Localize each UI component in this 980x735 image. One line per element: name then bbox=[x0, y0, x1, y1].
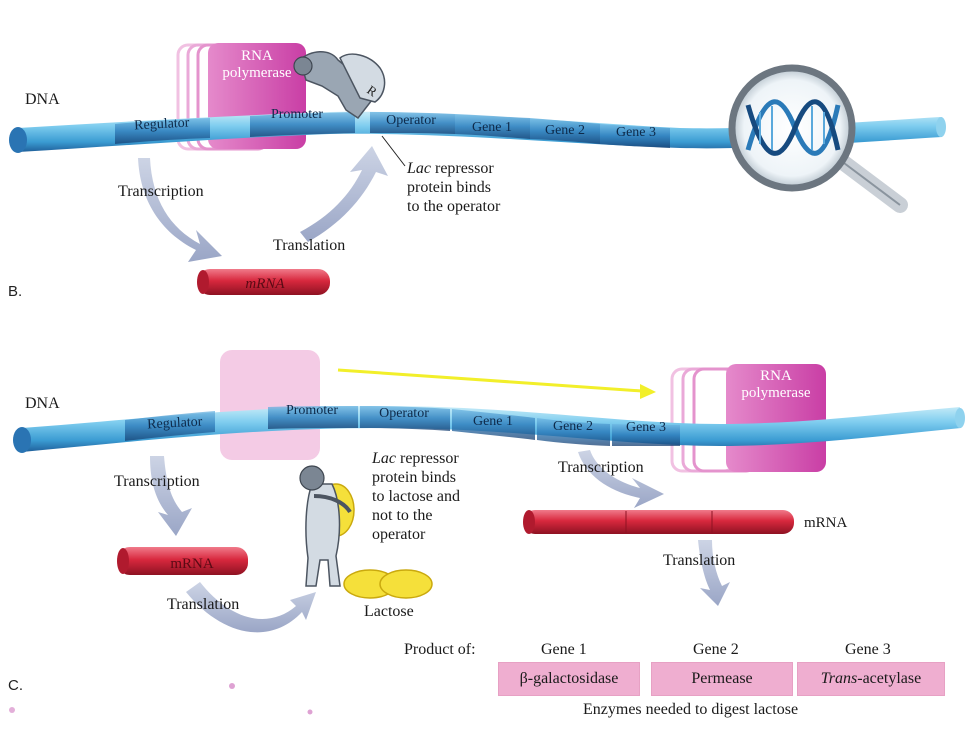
note-c-line1: repressor bbox=[396, 450, 459, 467]
repressor-note-b: Lac repressor protein binds to the opera… bbox=[406, 160, 501, 215]
product-gene1-header: Gene 1 bbox=[541, 641, 587, 658]
segment-gene3-c: Gene 3 bbox=[626, 420, 666, 435]
enzyme-3-rest: -acetylase bbox=[857, 670, 922, 687]
rna-polymerase-b-line2: polymerase bbox=[222, 65, 291, 81]
note-b-pointer bbox=[381, 135, 406, 167]
speck-3 bbox=[9, 707, 15, 713]
enzyme-box-3: Trans-acetylase bbox=[797, 662, 945, 696]
segment-gene1-c: Gene 1 bbox=[473, 414, 513, 429]
yellow-movement-arrow bbox=[337, 368, 656, 399]
segment-operator-b: Operator bbox=[386, 113, 436, 128]
segment-regulator-b: Regulator bbox=[134, 116, 190, 134]
lac-repressor-c bbox=[299, 465, 355, 587]
note-b-line3: to the operator bbox=[407, 198, 501, 215]
translation-arrow-b bbox=[300, 146, 388, 242]
rna-polymerase-b-line1: RNA bbox=[241, 48, 273, 64]
dna-strand-c bbox=[13, 406, 965, 453]
transcription-label-c-left: Transcription bbox=[114, 473, 200, 490]
lac-repressor-b: R bbox=[293, 51, 386, 120]
segment-gene1-b: Gene 1 bbox=[472, 120, 512, 135]
dna-label-b: DNA bbox=[25, 91, 60, 108]
enzyme-box-1: β-galactosidase bbox=[498, 662, 640, 696]
product-gene3-header: Gene 3 bbox=[845, 641, 891, 658]
transcription-arrow-c-left bbox=[150, 456, 192, 536]
mrna-c-left: mRNA bbox=[117, 547, 248, 575]
segment-gene2-c: Gene 2 bbox=[553, 419, 593, 434]
product-of-label: Product of: bbox=[404, 641, 476, 658]
magnifier-icon bbox=[728, 64, 908, 213]
enzyme-3-italic: Trans bbox=[820, 670, 858, 687]
segment-operator-c: Operator bbox=[379, 406, 429, 421]
segment-gene2-b: Gene 2 bbox=[545, 123, 585, 138]
rna-polymerase-c-line1: RNA bbox=[760, 368, 792, 384]
segment-promoter-b: Promoter bbox=[271, 107, 323, 122]
translation-label-c-left: Translation bbox=[167, 596, 239, 613]
translation-arrow-c-left bbox=[186, 582, 316, 633]
enzymes-footer: Enzymes needed to digest lactose bbox=[583, 701, 799, 718]
segment-gene3-b: Gene 3 bbox=[616, 125, 656, 140]
note-c-line3: to lactose and bbox=[372, 488, 460, 505]
translation-label-b: Translation bbox=[273, 237, 345, 254]
note-c-italic: Lac bbox=[371, 450, 396, 467]
speck-1 bbox=[229, 683, 235, 689]
dna-strand-b bbox=[9, 111, 946, 153]
rna-polymerase-c: RNA polymerase bbox=[670, 364, 826, 473]
panel-b: RNA polymerase DNA Regulator Promoter Op… bbox=[8, 43, 946, 300]
mrna-label-c-left: mRNA bbox=[170, 556, 214, 572]
lactose-molecules bbox=[343, 569, 433, 599]
translation-arrow-c-right bbox=[698, 540, 730, 606]
transcription-label-b: Transcription bbox=[118, 183, 204, 200]
panel-c: RNA polymerase DNA Regulator Promoter Op… bbox=[8, 350, 965, 715]
note-c-line4: not to the bbox=[372, 507, 432, 524]
panel-b-letter: B. bbox=[8, 283, 22, 300]
dna-label-c: DNA bbox=[25, 395, 60, 412]
enzyme-box-2: Permease bbox=[651, 662, 793, 696]
transcription-arrow-b bbox=[138, 158, 222, 262]
rna-polymerase-c-line2: polymerase bbox=[741, 385, 810, 401]
panel-c-letter: C. bbox=[8, 677, 23, 694]
translation-label-c-right: Translation bbox=[663, 552, 735, 569]
repressor-note-c: Lac repressor protein binds to lactose a… bbox=[371, 450, 464, 543]
enzyme-1-label: β-galactosidase bbox=[519, 670, 619, 687]
mrna-b: mRNA bbox=[197, 269, 330, 295]
transcription-arrow-c-right bbox=[578, 450, 664, 508]
lactose-label: Lactose bbox=[364, 603, 414, 620]
mrna-label-c-right: mRNA bbox=[804, 515, 848, 531]
note-c-line2: protein binds bbox=[372, 469, 456, 486]
speck-2 bbox=[307, 709, 313, 715]
segment-promoter-c: Promoter bbox=[286, 403, 338, 418]
segment-regulator-c: Regulator bbox=[147, 415, 203, 433]
mrna-c-right bbox=[523, 510, 794, 534]
note-b-line2: protein binds bbox=[407, 179, 491, 196]
mrna-label-b: mRNA bbox=[245, 276, 285, 292]
note-b-italic: Lac bbox=[406, 160, 431, 177]
enzyme-2-label: Permease bbox=[691, 670, 753, 687]
transcription-label-c-right: Transcription bbox=[558, 459, 644, 476]
note-b-line1: repressor bbox=[431, 160, 494, 177]
note-c-line5: operator bbox=[372, 526, 426, 543]
product-gene2-header: Gene 2 bbox=[693, 641, 739, 658]
